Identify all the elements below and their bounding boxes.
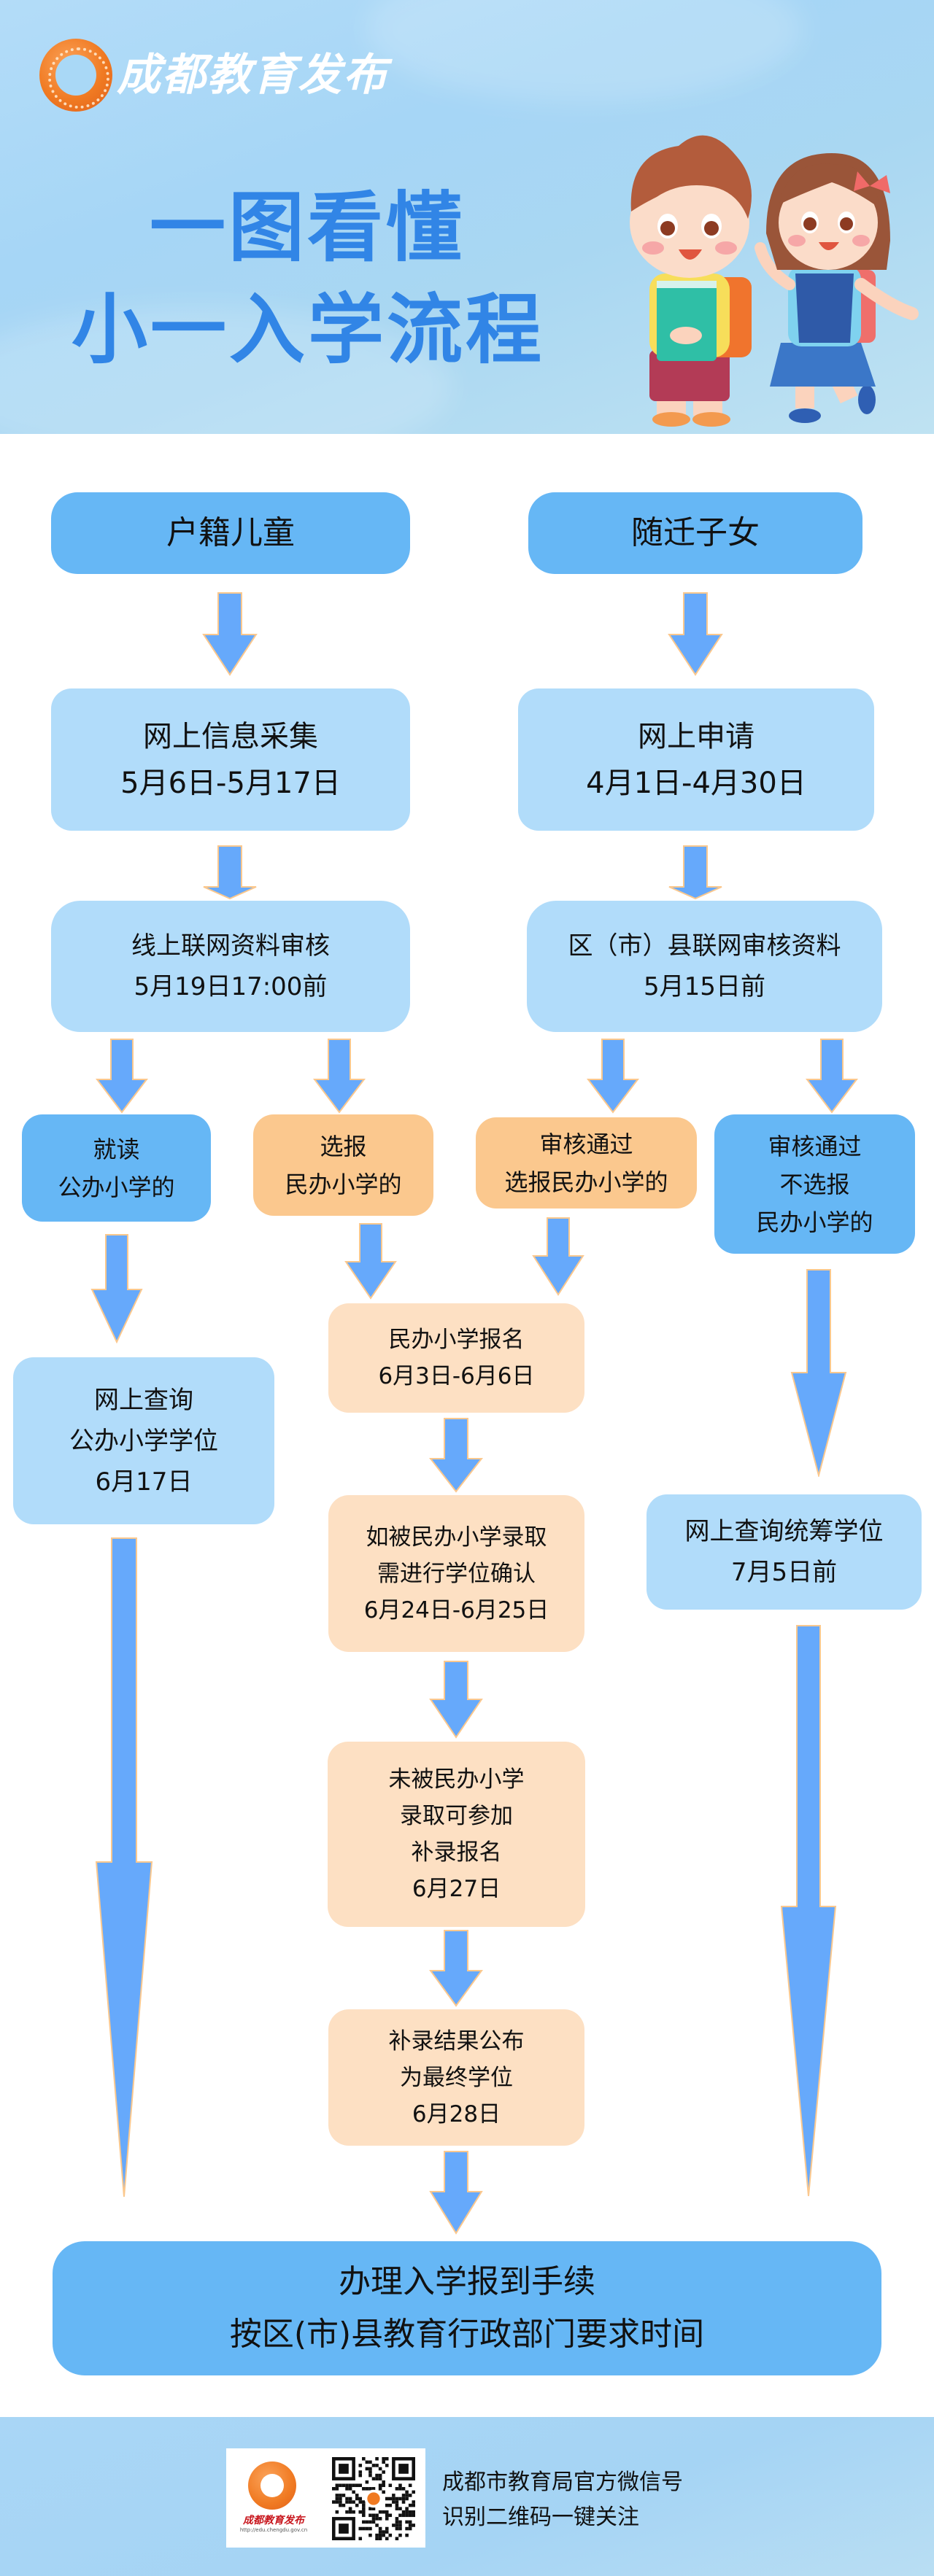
arrow-shape bbox=[95, 1537, 153, 2197]
arrow-shape bbox=[668, 845, 722, 900]
down-arrow-icon bbox=[532, 1217, 584, 1296]
down-arrow-icon bbox=[806, 1039, 858, 1114]
footer-banner: 成都教育发布 http://edu.chengdu.gov.cn 成都市教育局官… bbox=[0, 2417, 934, 2576]
footer-official-account: 成都市教育局官方微信号 bbox=[442, 2470, 683, 2495]
arrow-shape bbox=[780, 1625, 837, 2197]
down-arrow-icon bbox=[780, 1625, 837, 2197]
cloud-decoration bbox=[365, 0, 803, 102]
down-arrow-icon bbox=[344, 1223, 397, 1300]
migrant-district-review-step: 区（市）县联网审核资料 5月15日前 bbox=[527, 901, 882, 1032]
supplement-signup-step: 未被民办小学 录取可参加 补录报名 6月27日 bbox=[328, 1742, 585, 1927]
public-school-query-step: 网上查询 公办小学学位 6月17日 bbox=[13, 1357, 274, 1524]
migrant-online-apply-step: 网上申请 4月1日-4月30日 bbox=[518, 688, 874, 831]
private-seat-confirm-step: 如被民办小学录取 需进行学位确认 6月24日-6月25日 bbox=[328, 1495, 584, 1652]
children-illustration bbox=[630, 135, 919, 427]
supplement-result-step: 补录结果公布 为最终学位 6月28日 bbox=[328, 2009, 584, 2146]
local-private-school-branch: 选报 民办小学的 bbox=[253, 1114, 433, 1216]
down-arrow-icon bbox=[203, 845, 257, 900]
arrow-shape bbox=[344, 1223, 397, 1300]
girl-illustration bbox=[754, 153, 919, 423]
down-arrow-icon bbox=[429, 1930, 483, 2007]
arrow-shape bbox=[790, 1269, 847, 1477]
arrow-shape bbox=[668, 592, 723, 676]
local-public-school-branch: 就读 公办小学的 bbox=[22, 1114, 211, 1222]
down-arrow-icon bbox=[90, 1234, 143, 1343]
down-arrow-icon bbox=[202, 592, 258, 676]
arrow-shape bbox=[429, 1418, 483, 1493]
down-arrow-icon bbox=[668, 592, 723, 676]
page-title-line2: 小一入学流程 bbox=[72, 285, 545, 374]
arrow-shape bbox=[202, 592, 258, 676]
local-info-collect-step: 网上信息采集 5月6日-5月17日 bbox=[51, 688, 410, 831]
arrow-shape bbox=[96, 1039, 148, 1114]
migrant-no-private-branch: 审核通过 不选报 民办小学的 bbox=[714, 1114, 915, 1254]
final-enrollment-step: 办理入学报到手续 按区(市)县教育行政部门要求时间 bbox=[53, 2241, 881, 2375]
card-brand-name: 成都教育发布 bbox=[243, 2515, 304, 2526]
arrow-shape bbox=[429, 2151, 483, 2235]
arrow-shape bbox=[532, 1217, 584, 1296]
down-arrow-icon bbox=[95, 1537, 153, 2197]
down-arrow-icon bbox=[429, 1418, 483, 1493]
arrow-shape bbox=[429, 1930, 483, 2007]
boy-illustration bbox=[630, 135, 752, 427]
migrant-private-school-branch: 审核通过 选报民办小学的 bbox=[476, 1117, 697, 1209]
brand-logo-icon bbox=[39, 39, 112, 112]
down-arrow-icon bbox=[668, 845, 722, 900]
brand-logo-icon bbox=[248, 2461, 296, 2510]
coordinated-seat-query-step: 网上查询统筹学位 7月5日前 bbox=[647, 1494, 922, 1610]
card-url: http://edu.chengdu.gov.cn bbox=[239, 2527, 308, 2533]
local-children-start: 户籍儿童 bbox=[51, 492, 410, 574]
wechat-card: 成都教育发布 http://edu.chengdu.gov.cn bbox=[226, 2448, 425, 2548]
arrow-shape bbox=[587, 1039, 639, 1114]
private-school-signup-step: 民办小学报名 6月3日-6月6日 bbox=[328, 1303, 584, 1413]
arrow-shape bbox=[806, 1039, 858, 1114]
local-online-review-step: 线上联网资料审核 5月19日17:00前 bbox=[51, 901, 410, 1032]
down-arrow-icon bbox=[429, 2151, 483, 2235]
down-arrow-icon bbox=[96, 1039, 148, 1114]
arrow-shape bbox=[90, 1234, 143, 1343]
down-arrow-icon bbox=[587, 1039, 639, 1114]
header-banner: 成都教育发布 一图看懂 小一入学流程 bbox=[0, 0, 934, 434]
brand-name: 成都教育发布 bbox=[117, 50, 388, 101]
page-title-line1: 一图看懂 bbox=[150, 183, 466, 272]
qr-code-icon[interactable] bbox=[332, 2457, 415, 2540]
down-arrow-icon bbox=[313, 1039, 366, 1114]
footer-scan-hint: 识别二维码一键关注 bbox=[442, 2505, 639, 2530]
arrow-shape bbox=[313, 1039, 366, 1114]
arrow-shape bbox=[203, 845, 257, 900]
down-arrow-icon bbox=[790, 1269, 847, 1477]
down-arrow-icon bbox=[429, 1661, 483, 1739]
migrant-children-start: 随迁子女 bbox=[528, 492, 862, 574]
arrow-shape bbox=[429, 1661, 483, 1739]
